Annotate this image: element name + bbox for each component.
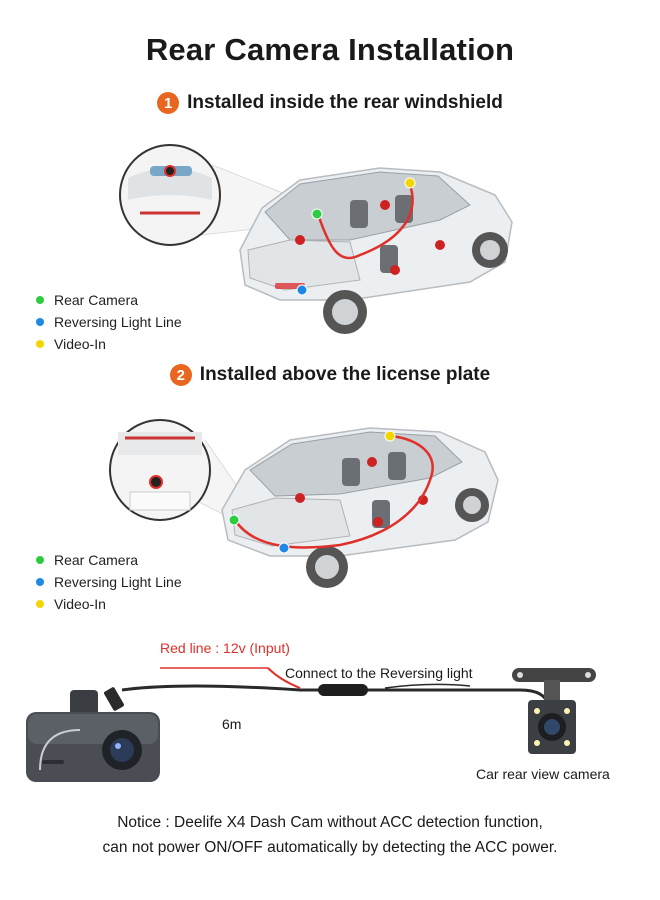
car-illustration-windshield <box>119 144 513 334</box>
legend-item-rear-camera: Rear Camera <box>36 549 182 571</box>
rear-camera-zoom-icon <box>164 165 176 177</box>
reversing-light-label: Connect to the Reversing light <box>285 665 473 681</box>
reversing-light-marker-2 <box>278 542 290 554</box>
reversing-light-marker-1 <box>296 284 308 296</box>
dash-cam-icon <box>26 690 160 782</box>
legend-item-reversing-light: Reversing Light Line <box>36 311 182 333</box>
video-in-marker-1 <box>404 177 416 189</box>
main-cable <box>121 684 550 706</box>
rear-camera-label: Car rear view camera <box>476 766 610 782</box>
legend-2: Rear Camera Reversing Light Line Video-I… <box>36 549 182 615</box>
car-body-1 <box>239 167 513 334</box>
red-line-label: Red line : 12v (Input) <box>160 640 290 656</box>
green-dot-icon <box>36 296 44 304</box>
blue-dot-icon <box>36 578 44 586</box>
junction-box <box>318 684 368 696</box>
notice-text: Notice : Deelife X4 Dash Cam without ACC… <box>0 810 660 860</box>
video-in-marker-2 <box>384 430 396 442</box>
yellow-dot-icon <box>36 340 44 348</box>
rear-camera-marker-2 <box>228 514 240 526</box>
notice-line-1: Notice : Deelife X4 Dash Cam without ACC… <box>117 814 543 831</box>
red-wire-2 <box>233 434 434 549</box>
blue-dot-icon <box>36 318 44 326</box>
legend-item-video-in: Video-In <box>36 593 182 615</box>
cable-length-label: 6m <box>222 716 242 732</box>
wiring-diagram <box>26 667 596 782</box>
legend-1: Rear Camera Reversing Light Line Video-I… <box>36 289 182 355</box>
green-dot-icon <box>36 556 44 564</box>
legend-item-video-in: Video-In <box>36 333 182 355</box>
car-illustration-license-plate <box>109 419 499 588</box>
legend-item-rear-camera: Rear Camera <box>36 289 182 311</box>
rear-camera-marker-1 <box>311 208 323 220</box>
red-wire-power <box>267 667 301 689</box>
page-title: Rear Camera Installation <box>145 32 515 67</box>
red-wire-1 <box>316 184 414 260</box>
step-1-text: Installed inside the rear windshield <box>187 92 503 113</box>
step-2-number: 2 <box>169 364 192 386</box>
step-2-text: Installed above the license plate <box>199 364 491 385</box>
connector-plug-icon <box>104 687 124 711</box>
step-1-number: 1 <box>157 92 180 114</box>
yellow-dot-icon <box>36 600 44 608</box>
rear-view-camera-icon <box>512 668 596 754</box>
step-1-heading: 1 Installed inside the rear windshield <box>0 92 660 114</box>
legend-item-reversing-light: Reversing Light Line <box>36 571 182 593</box>
car-body-2 <box>221 427 499 588</box>
license-plate-camera-zoom-icon <box>149 475 163 489</box>
notice-line-2: can not power ON/OFF automatically by de… <box>102 839 558 856</box>
step-2-heading: 2 Installed above the license plate <box>0 364 660 386</box>
